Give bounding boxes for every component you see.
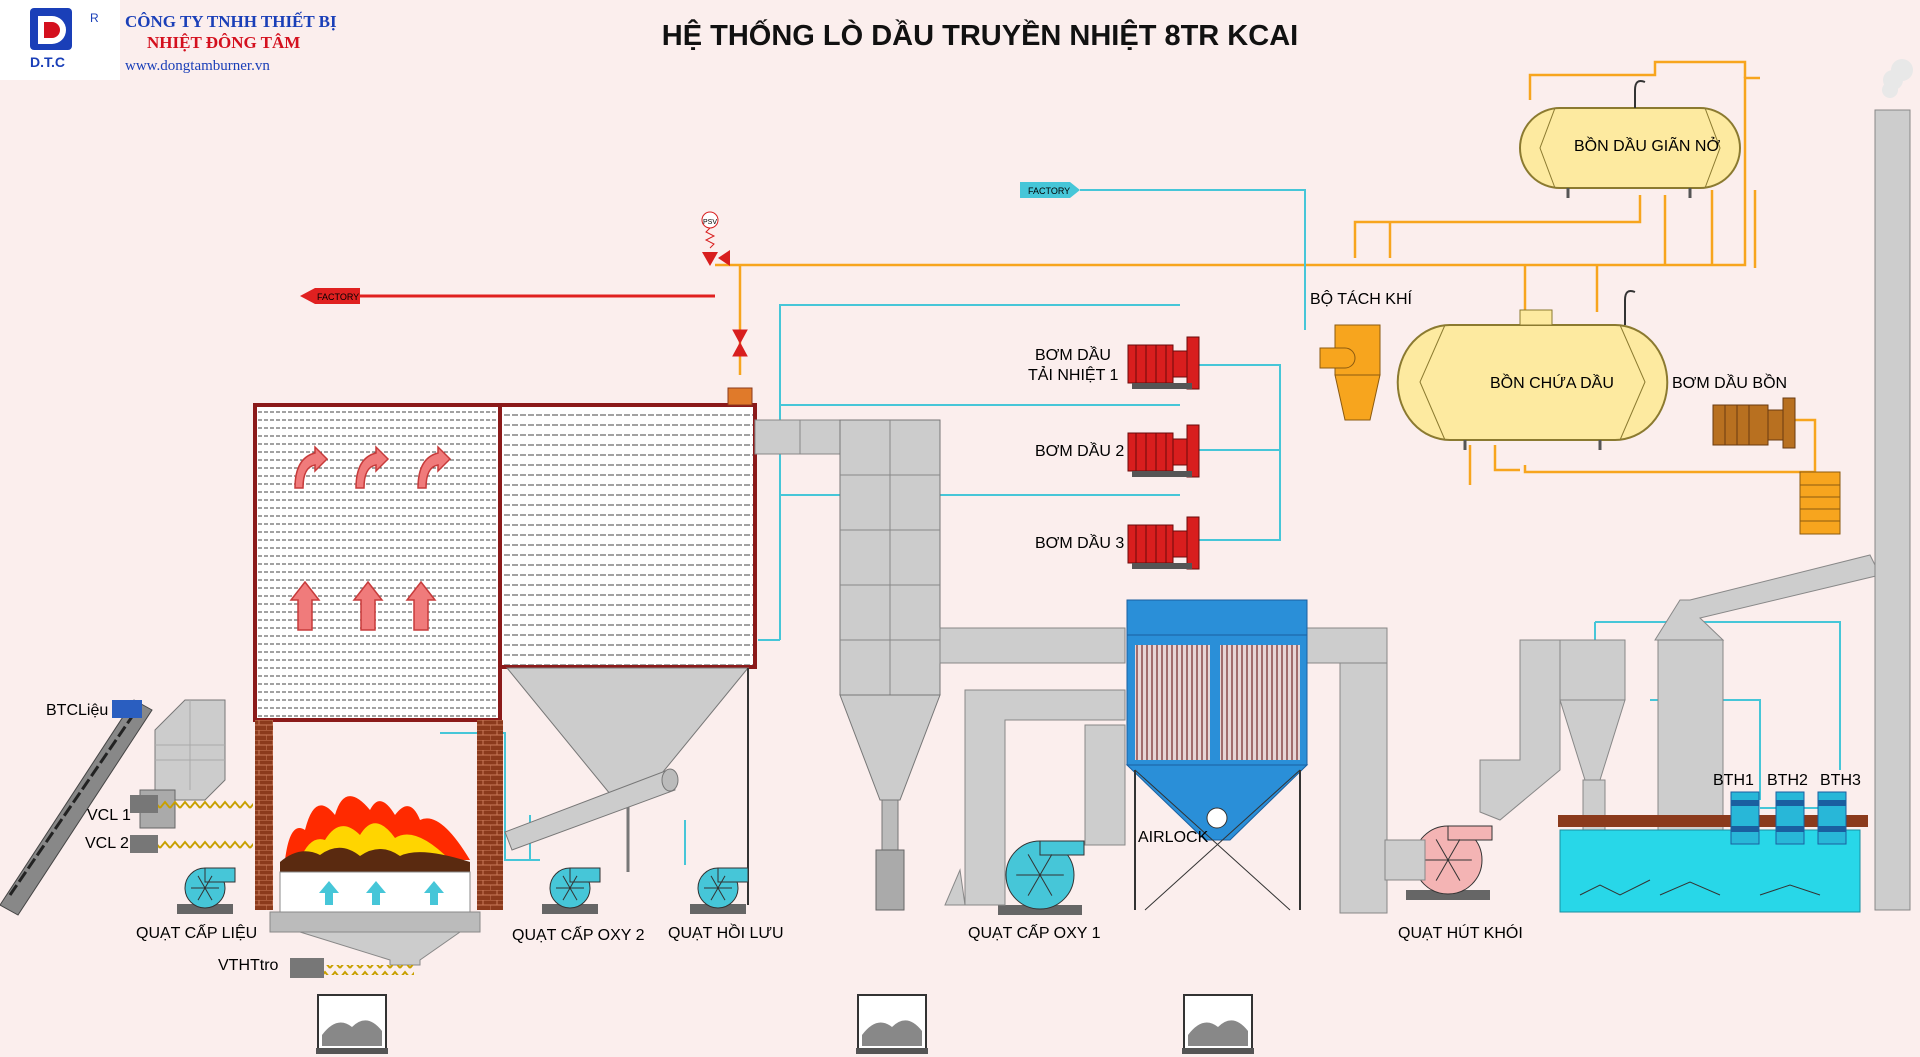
pump2-label: BƠM DẦU 2 — [1035, 441, 1124, 460]
storage-pump-label: BƠM DẦU BỒN — [1672, 373, 1787, 392]
storage-oil-pump[interactable] — [1712, 397, 1841, 535]
fan-exhaust-label: QUẠT HÚT KHÓI — [1398, 923, 1523, 942]
bag-filter — [1125, 599, 1309, 911]
bth-pump-1[interactable] — [1730, 791, 1760, 845]
factory-return-tag[interactable]: FACTORY — [300, 288, 715, 304]
hot-oil-piping — [715, 60, 1822, 500]
air-separator — [1319, 324, 1381, 421]
storage-tank-label: BỒN CHỨA DẦU — [1490, 373, 1614, 392]
fire — [280, 796, 470, 872]
svg-text:FACTORY: FACTORY — [317, 292, 359, 302]
fan-return[interactable] — [690, 867, 749, 914]
ash-bin-2 — [856, 994, 928, 1054]
ash-screw[interactable] — [290, 958, 414, 978]
storage-tank — [1396, 290, 1669, 450]
company-website[interactable]: www.dongtamburner.vn — [125, 58, 270, 74]
flue-ducts — [939, 627, 1388, 914]
fan-feed[interactable] — [177, 867, 236, 914]
pump1-label-line2: TẢI NHIỆT 1 — [1028, 365, 1118, 384]
ash-screw-label: VTHTtro — [218, 957, 279, 974]
flow-arrows — [289, 445, 452, 631]
fan-oxy1-label: QUẠT CẤP OXY 1 — [968, 923, 1101, 942]
svg-text:PSV: PSV — [703, 219, 717, 226]
pump3-label: BƠM DẦU 3 — [1035, 533, 1124, 552]
stack-smoke — [1882, 59, 1913, 98]
bth1-label: BTH1 — [1713, 772, 1754, 789]
fan-feed-label: QUẠT CẤP LIỆU — [136, 923, 257, 942]
factory-supply-tag[interactable]: FACTORY — [1020, 182, 1080, 198]
oil-pump-2[interactable] — [1127, 424, 1200, 478]
company-name-line2: NHIỆT ĐÔNG TÂM — [147, 33, 301, 52]
feed-screw-motor[interactable] — [112, 700, 142, 718]
svg-text:FACTORY: FACTORY — [1028, 186, 1070, 196]
bth3-label: BTH3 — [1820, 772, 1861, 789]
airlock-label: AIRLOCK — [1138, 829, 1209, 846]
fan-oxy2[interactable] — [542, 867, 601, 914]
vcl-screws[interactable] — [130, 795, 253, 853]
return-screw — [504, 768, 679, 851]
exhaust-system — [1384, 109, 1911, 911]
expansion-tank — [1519, 80, 1741, 198]
bth2-label: BTH2 — [1767, 772, 1808, 789]
cooling-piping — [440, 189, 1841, 865]
ash-bin-1 — [316, 994, 388, 1054]
company-logo: D.T.C R — [0, 0, 120, 80]
vcl1-label: VCL 1 — [87, 807, 131, 824]
company-name-line1: CÔNG TY TNHH THIẾT BỊ — [125, 12, 337, 31]
registered-mark: R — [90, 11, 99, 25]
fan-oxy2-label: QUẠT CẤP OXY 2 — [512, 925, 645, 944]
bth-pump-2[interactable] — [1775, 791, 1805, 845]
psv-valve[interactable]: PSV — [701, 211, 748, 357]
grate-air-arrows — [319, 881, 444, 905]
logo-emblem: D.T.C R — [30, 8, 99, 70]
pump1-label-line1: BƠM DẦU — [1035, 345, 1111, 364]
feed-conveyor — [0, 699, 226, 916]
bth-pump-3[interactable] — [1817, 791, 1847, 845]
fan-return-label: QUẠT HỒI LƯU — [668, 923, 784, 942]
oil-pump-3[interactable] — [1127, 516, 1200, 570]
page-title: HỆ THỐNG LÒ DẦU TRUYỀN NHIỆT 8TR KCAI — [661, 20, 1299, 52]
logo-text: D.T.C — [30, 54, 65, 70]
feed-screw-label: BTCLiệu — [46, 702, 108, 719]
vcl2-label: VCL 2 — [85, 835, 129, 852]
oil-pump-1[interactable] — [1127, 336, 1200, 390]
ash-bin-3 — [1182, 994, 1254, 1054]
fan-oxy1[interactable] — [998, 840, 1085, 915]
furnace — [253, 387, 757, 966]
cyclone — [754, 419, 941, 911]
expansion-tank-label: BỒN DẦU GIÃN NỞ — [1574, 135, 1720, 155]
air-separator-label: BỘ TÁCH KHÍ — [1310, 289, 1413, 308]
